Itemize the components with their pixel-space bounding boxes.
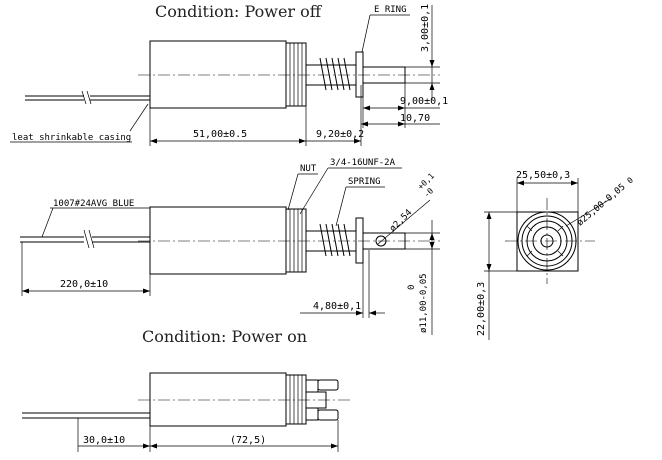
label-e-ring: E RING xyxy=(374,5,407,15)
label-casing: leat shrinkable casing xyxy=(12,133,131,143)
label-nut: NUT xyxy=(300,164,317,174)
dim-plunger-length: 9,00±0,1 xyxy=(400,96,448,107)
dim-height: 22,00±0,3 xyxy=(476,282,487,336)
dim-protrusion: 9,20±0,2 xyxy=(316,129,364,140)
nut-mid xyxy=(285,208,307,273)
label-wire: 1007#24AVG BLUE xyxy=(53,199,134,209)
nut-top xyxy=(285,42,307,107)
title-power-on: Condition: Power on xyxy=(142,327,307,346)
view-power-on: Condition: Power on 30,0±10 (72,5) xyxy=(22,327,350,452)
dim-body-dia-upper: 0 xyxy=(407,285,417,290)
dim-overall-right: 10,70 xyxy=(400,113,430,124)
e-ring-mid xyxy=(355,217,364,264)
label-spring: SPRING xyxy=(348,177,381,187)
dim-lead-length-mid: 220,0±10 xyxy=(60,279,108,290)
nut-bottom xyxy=(285,374,307,425)
spring-mid xyxy=(319,223,351,257)
dim-body-length: 51,00±0.5 xyxy=(193,129,247,140)
dim-outer-dia: ø25,00-0,05 xyxy=(576,182,628,228)
body-mid xyxy=(149,206,287,275)
view-end: 25,50±0,3 ø25,00-0,05 0 22,00±0,3 xyxy=(476,170,635,340)
body-bottom xyxy=(149,372,287,427)
dim-shaft-dia: ø2,54 xyxy=(388,208,414,234)
view-power-off: Condition: Power off leat shrinkable cas… xyxy=(10,2,448,146)
title-power-off: Condition: Power off xyxy=(155,2,323,21)
e-ring-top xyxy=(355,51,364,98)
dim-lead-length-bottom: 30,0±10 xyxy=(83,435,125,446)
dim-outer-dia-upper: 0 xyxy=(626,175,636,185)
label-thread: 3/4-16UNF-2A xyxy=(330,158,396,168)
view-middle: 1007#24AVG BLUE NUT 3/4-16UNF-2A SPRING … xyxy=(20,158,440,335)
dim-ring-gap: 3,00±0,1 xyxy=(420,4,431,52)
dim-body-dia: ø11,00-0,05 xyxy=(419,273,429,333)
body-top xyxy=(149,40,287,109)
dim-width-across: 25,50±0,3 xyxy=(516,170,570,181)
dim-groove: 4,80±0,1 xyxy=(313,301,361,312)
dim-total-length: (72,5) xyxy=(230,435,266,446)
spring-top xyxy=(319,57,351,91)
